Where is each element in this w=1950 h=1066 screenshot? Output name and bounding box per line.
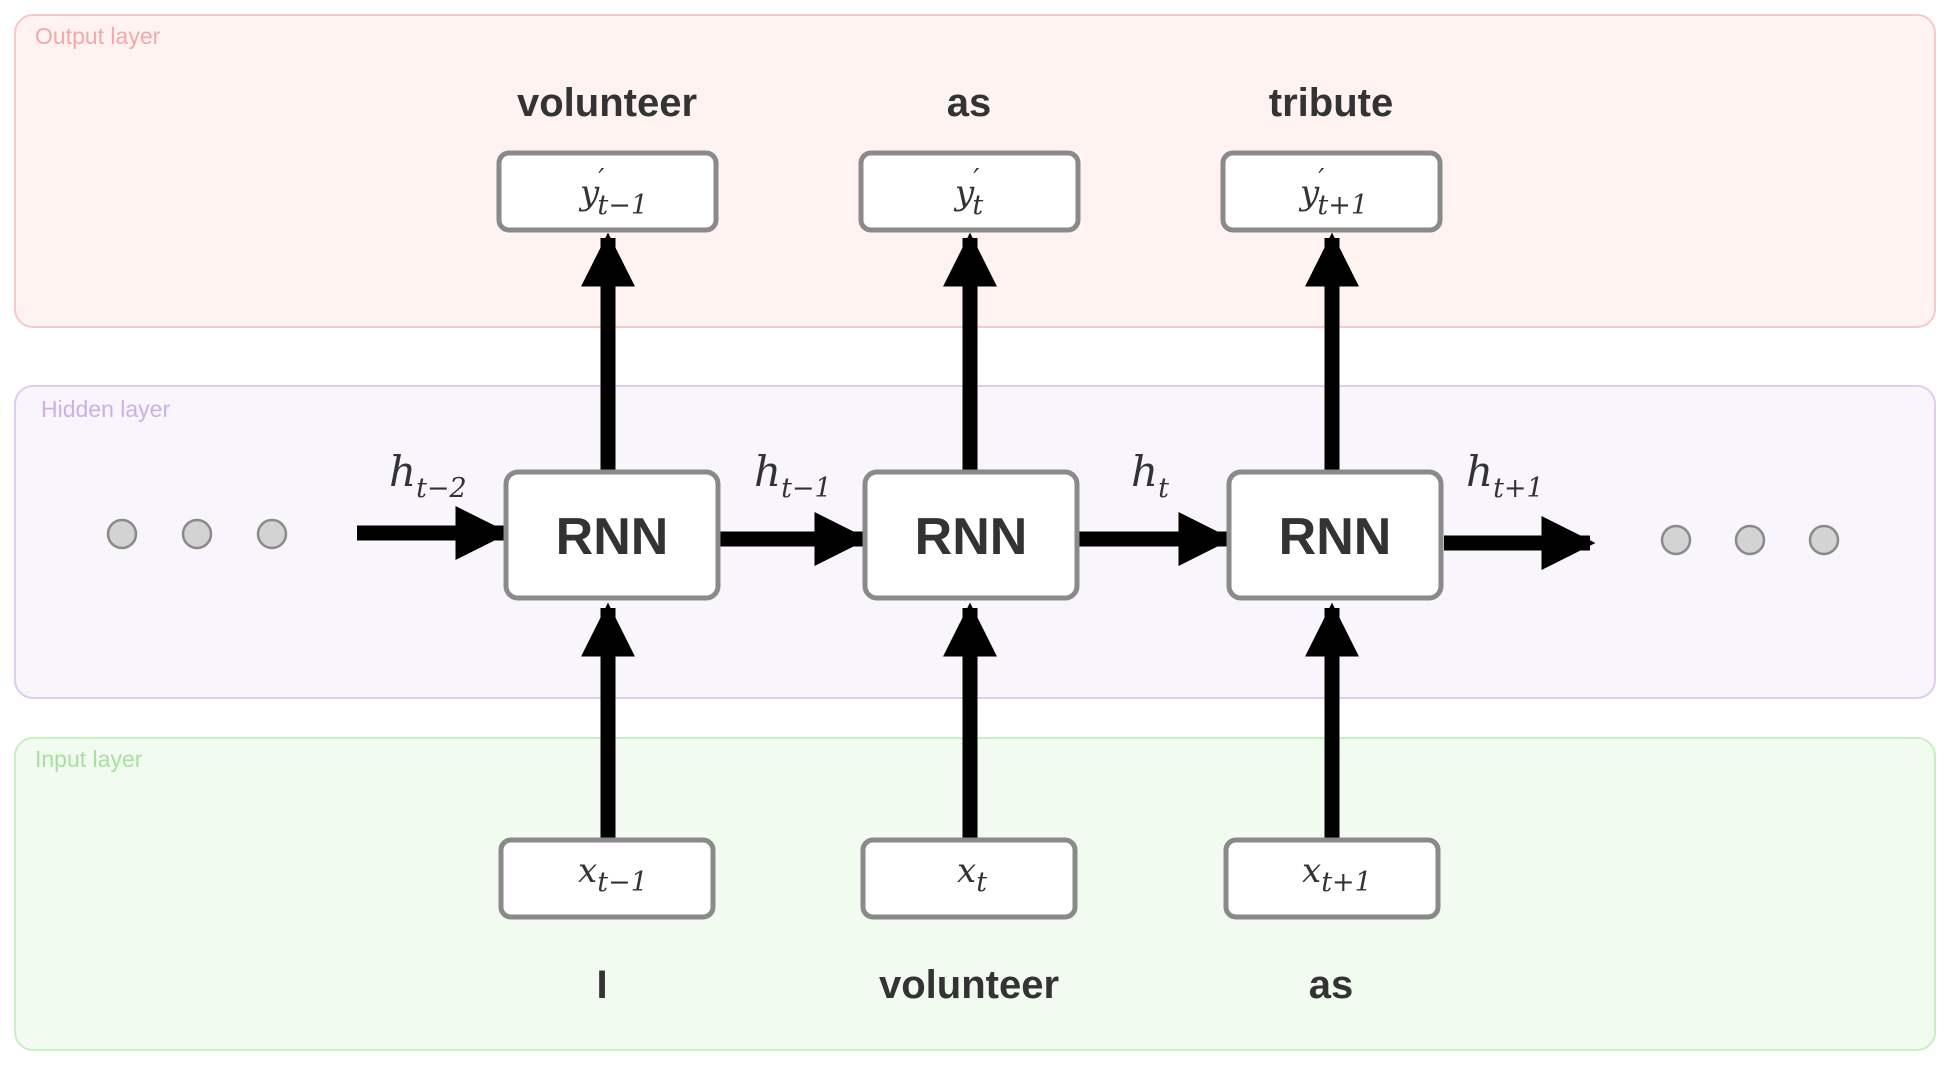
output-word: as xyxy=(947,81,992,125)
arrows xyxy=(357,232,1596,838)
input-symbol-sub: t−1 xyxy=(597,867,648,898)
output-symbol-base: y xyxy=(1298,173,1320,213)
output-symbol-prime: ′ xyxy=(973,164,979,195)
hidden-state-label: ht+1 xyxy=(1466,447,1544,504)
input-symbol-base: x xyxy=(957,851,976,891)
rnn-cell-1 xyxy=(503,469,721,601)
output-symbol-sub: t+1 xyxy=(1317,190,1368,221)
rnn-label: RNN xyxy=(1279,508,1392,566)
ellipsis-dots-right xyxy=(1660,524,1840,556)
output-box-2 xyxy=(858,150,1081,233)
ellipsis-dot xyxy=(1660,524,1692,556)
output-box-3 xyxy=(1220,150,1443,233)
hidden-state-sub: t+1 xyxy=(1493,473,1544,504)
output-symbol-prime: ′ xyxy=(598,164,604,195)
output-symbol-sub: t xyxy=(972,190,983,221)
input-symbol: xt+1 xyxy=(1302,851,1372,898)
hidden-state-sub: t−2 xyxy=(416,473,467,504)
input-symbol: xt−1 xyxy=(578,851,648,898)
input-box-3 xyxy=(1223,837,1441,920)
input-layer-label: Input layer xyxy=(35,746,143,772)
ellipsis-dot xyxy=(256,518,288,550)
input-box-1 xyxy=(498,837,716,920)
hidden-state-label: ht−2 xyxy=(389,447,467,504)
hidden-state-base: h xyxy=(754,447,781,496)
input-symbol-sub: t+1 xyxy=(1321,867,1372,898)
hidden-state-label: ht−1 xyxy=(754,447,832,504)
hidden-state-label: ht xyxy=(1131,447,1169,504)
rnn-cell-2 xyxy=(862,469,1080,601)
input-symbol-base: x xyxy=(1302,851,1321,891)
output-symbol-base: y xyxy=(578,173,600,213)
output-word: tribute xyxy=(1269,81,1393,125)
hidden-state-base: h xyxy=(1131,447,1158,496)
output-symbol: y′t−1 xyxy=(578,164,648,221)
output-symbol: y′t+1 xyxy=(1298,164,1368,221)
input-box-2 xyxy=(860,837,1078,920)
output-box-1 xyxy=(496,150,719,233)
input-word: as xyxy=(1309,963,1354,1007)
input-word: I xyxy=(596,963,607,1007)
hidden-state-base: h xyxy=(389,447,416,496)
hidden-state-sub: t xyxy=(1158,473,1169,504)
output-layer-label: Output layer xyxy=(35,23,161,49)
output-symbol-sub: t−1 xyxy=(597,190,648,221)
output-symbol-base: y xyxy=(953,173,975,213)
rnn-label: RNN xyxy=(556,508,669,566)
ellipsis-dot xyxy=(1734,524,1766,556)
rnn-label: RNN xyxy=(915,508,1028,566)
input-word: volunteer xyxy=(879,963,1059,1007)
ellipsis-dots-left xyxy=(106,518,288,550)
hidden-state-base: h xyxy=(1466,447,1493,496)
ellipsis-dot xyxy=(181,518,213,550)
ellipsis-dot xyxy=(106,518,138,550)
input-symbol: xt xyxy=(957,851,987,898)
input-symbol-sub: t xyxy=(976,867,987,898)
hidden-state-sub: t−1 xyxy=(781,473,832,504)
hidden-layer-label: Hidden layer xyxy=(41,396,170,422)
output-symbol-prime: ′ xyxy=(1318,164,1324,195)
output-symbol: y′t xyxy=(953,164,983,221)
input-symbol-base: x xyxy=(578,851,597,891)
ellipsis-dot xyxy=(1808,524,1840,556)
rnn-cell-3 xyxy=(1226,469,1444,601)
output-word: volunteer xyxy=(517,81,697,125)
